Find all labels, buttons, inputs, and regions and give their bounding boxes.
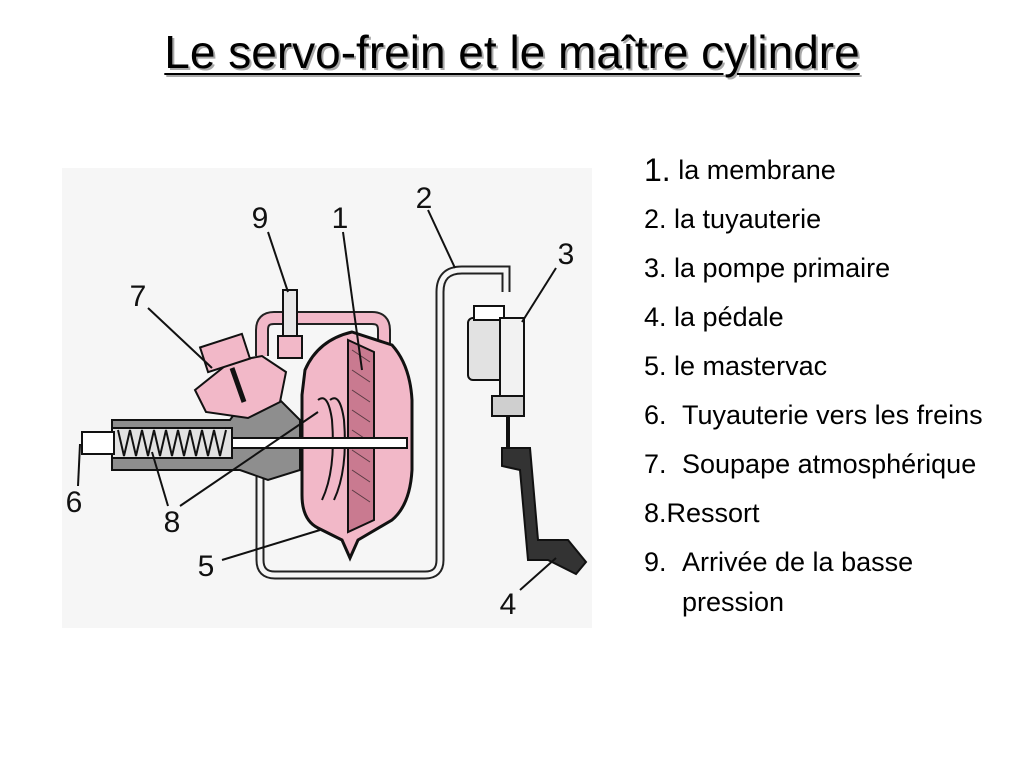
legend-item-9: 9. Arrivée de la basse pression: [644, 542, 1014, 622]
legend-num: 7.: [644, 449, 667, 479]
leader-4: [519, 557, 557, 591]
leader-8a: [151, 451, 169, 507]
legend-label: la pompe primaire: [666, 253, 891, 283]
legend-num: 9.: [644, 547, 667, 577]
callout-5: 5: [198, 550, 215, 583]
callout-8: 8: [164, 506, 181, 539]
legend-label: la tuyauterie: [666, 204, 822, 234]
legend-label: Arrivée de la basse pression: [682, 547, 914, 617]
legend-num: 5.: [644, 351, 667, 381]
legend-item-8: 8.Ressort: [644, 493, 1014, 533]
push-rod: [231, 437, 408, 449]
leader-7: [147, 307, 213, 369]
legend-label: Soupape atmosphérique: [682, 449, 977, 479]
leader-5: [221, 529, 321, 561]
leader-8b: [179, 411, 319, 507]
callout-2: 2: [416, 182, 433, 215]
callout-6: 6: [66, 486, 83, 519]
leader-3: [521, 267, 557, 323]
legend-label: Tuyauterie vers les freins: [682, 400, 983, 430]
leader-9: [267, 231, 289, 293]
callout-9: 9: [252, 202, 269, 235]
callout-7: 7: [130, 280, 147, 313]
legend-item-4: 4. la pédale: [644, 297, 1014, 337]
legend-item-1: 1. la membrane: [644, 150, 1014, 190]
legend-item-7: 7. Soupape atmosphérique: [644, 444, 1014, 484]
legend-item-3: 3. la pompe primaire: [644, 248, 1014, 288]
brake-outlet: [81, 431, 115, 455]
legend-label: la pédale: [666, 302, 784, 332]
legend-list: 1. la membrane 2. la tuyauterie 3. la po…: [644, 150, 1014, 631]
legend-label: Ressort: [666, 498, 760, 528]
pedal: [501, 447, 588, 576]
legend-num: 3.: [644, 253, 667, 283]
legend-num: 8.: [644, 498, 667, 528]
leader-6: [77, 443, 81, 487]
legend-num: 1.: [644, 152, 671, 188]
legend-item-2: 2. la tuyauterie: [644, 199, 1014, 239]
legend-num: 2.: [644, 204, 667, 234]
leader-1: [342, 231, 363, 371]
legend-item-6: 6. Tuyauterie vers les freins: [644, 395, 1014, 435]
booster-spring: [317, 397, 346, 501]
legend-item-5: 5. le mastervac: [644, 346, 1014, 386]
slide-title: Le servo-frein et le maître cylindre: [164, 26, 860, 78]
legend-label: le mastervac: [666, 351, 828, 381]
master-spring: [117, 429, 227, 457]
leader-2: [427, 209, 456, 269]
legend-label: la membrane: [670, 155, 836, 185]
legend-num: 6.: [644, 400, 667, 430]
callout-4: 4: [500, 588, 517, 621]
callout-1: 1: [332, 202, 349, 235]
callout-3: 3: [558, 238, 575, 271]
legend-num: 4.: [644, 302, 667, 332]
